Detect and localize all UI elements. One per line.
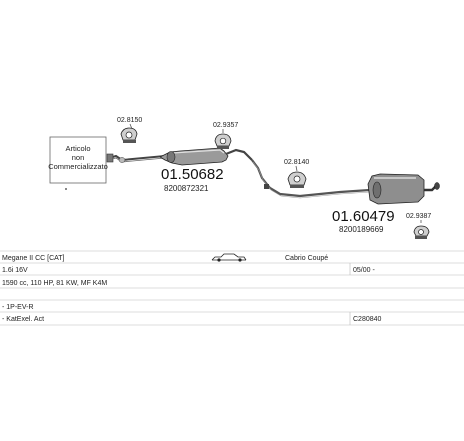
oem-number-label: 8200872321 [164,184,209,193]
front-pipe [106,153,166,163]
clamp-02-8150: 02.8150 [117,117,142,143]
middle-silencer [159,147,253,166]
clamp-02-8140: 02.8140 [284,159,309,188]
clamp-code-label: 02.9387 [406,213,431,220]
note-line-3: Commercializzato [48,162,108,171]
kat-text: - KatExel. Act [2,316,44,323]
note-box: Articolo non Commercializzato [48,136,108,184]
info-table: Megane II CC [CAT] Cabrio Coupé 1.6i 16V… [0,250,464,326]
oem-number-label: 8200189669 [339,225,384,234]
car-silhouette-icon [211,253,247,262]
clamp-02-9387: 02.9387 [406,213,431,239]
date-text: 05/00 - [353,267,375,274]
clamp-code-label: 02.8140 [284,159,309,166]
connecting-pipe [251,159,371,199]
row4-text: - 1P-EV-R [2,304,34,311]
dot-mark [65,188,67,190]
rear-silencer [367,173,440,205]
clamp-02-9357: 02.9357 [213,122,238,149]
note-line-1: Articolo [65,144,90,153]
catalog-code-text: C280840 [353,316,382,323]
spec-text: 1590 cc, 110 HP, 81 KW, MF K4M [2,280,107,287]
part-number-label: 01.60479 [332,208,395,225]
engine-text: 1.6i 16V [2,267,28,274]
model-text: Megane II CC [CAT] [2,255,65,262]
clamp-code-label: 02.9357 [213,122,238,129]
body-type-text: Cabrio Coupé [285,255,328,262]
part-number-label: 01.50682 [161,166,224,183]
note-line-2: non [72,153,85,162]
clamp-code-label: 02.8150 [117,117,142,124]
